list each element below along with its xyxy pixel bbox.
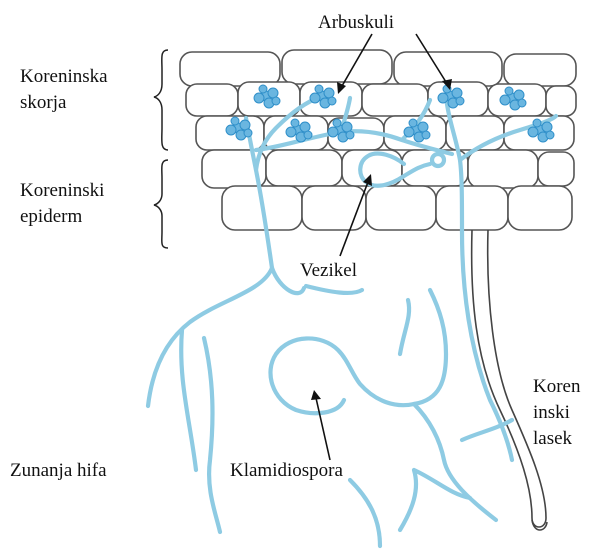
cortex-cell	[546, 86, 576, 116]
cortex-cell	[504, 54, 576, 86]
label-arbuscules: Arbuskuli	[318, 12, 394, 33]
label-root-hair-line1: Koren	[533, 376, 581, 397]
chlamydospore-arrow	[316, 398, 330, 460]
hypha-right-network	[400, 300, 409, 354]
epidermis-cell	[302, 186, 366, 230]
label-root-hair-line2: inski	[533, 402, 570, 423]
label-vesicle: Vezikel	[300, 260, 357, 281]
hypha-branch-mid	[204, 338, 220, 532]
cortex-cell	[186, 84, 238, 116]
cortex-brace	[154, 50, 168, 150]
label-cortex-line2: skorja	[20, 92, 67, 113]
hypha-lower-fan	[400, 470, 470, 530]
chlamydospore	[270, 338, 414, 413]
label-external-hypha: Zunanja hifa	[10, 460, 107, 481]
epidermis-cell	[468, 150, 538, 188]
label-root-hair-line3: lasek	[533, 428, 573, 449]
label-chlamydospore: Klamidiospora	[230, 460, 343, 481]
hypha-spore-stalk	[414, 290, 446, 404]
epidermis-cell	[436, 186, 508, 230]
epidermis-cell	[366, 186, 436, 230]
epidermis-cell	[508, 186, 572, 230]
epidermis-brace	[154, 160, 168, 248]
epidermis-cell	[538, 152, 574, 186]
label-cortex-line1: Koreninska	[20, 66, 108, 87]
hypha-branch-left2	[181, 330, 196, 470]
hypha-upper-right	[306, 286, 362, 293]
cortex-cell	[362, 84, 428, 116]
label-epidermis-line2: epiderm	[20, 206, 82, 227]
epidermis-cell	[266, 150, 342, 186]
arrowhead	[311, 390, 321, 400]
cortex-cell	[282, 50, 392, 84]
cortex-cell	[180, 52, 280, 86]
hypha-right-lower	[414, 404, 496, 520]
hypha-bottom	[350, 480, 380, 546]
label-epidermis-line1: Koreninski	[20, 180, 104, 201]
